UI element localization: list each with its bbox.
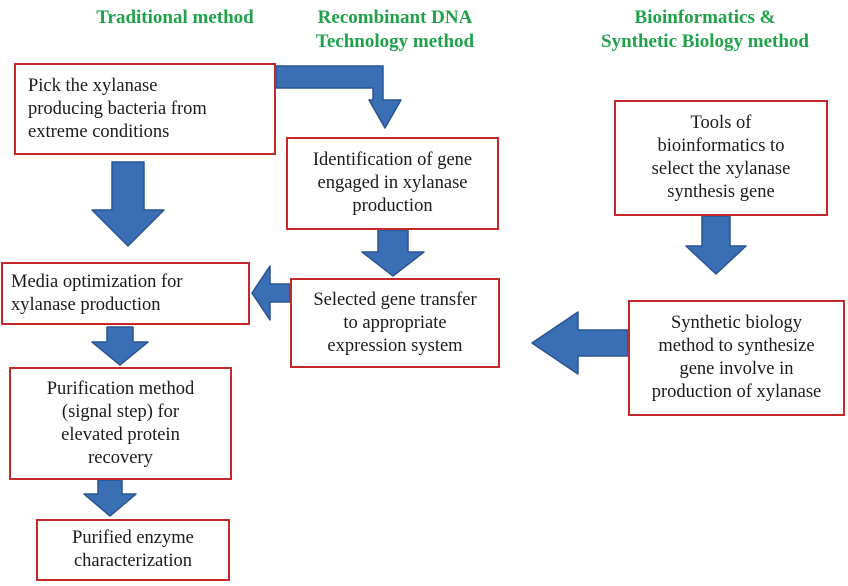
arrow-down-to-purified-enzyme <box>83 479 137 517</box>
header-recombinant-dna-method: Recombinant DNA Technology method <box>315 7 475 52</box>
box-bioinformatics-tools: Tools of bioinformatics to select the xy… <box>614 100 828 216</box>
box-selected-gene-transfer: Selected gene transfer to appropriate ex… <box>290 278 500 368</box>
arrow-elbow-to-identification <box>275 65 402 129</box>
arrow-down-to-gene-transfer <box>361 229 425 277</box>
box-purification-method: Purification method (signal step) for el… <box>9 367 232 480</box>
box-identification-of-gene: Identification of gene engaged in xylana… <box>286 137 499 230</box>
box-synthetic-biology-method: Synthetic biology method to synthesize g… <box>628 300 845 416</box>
header-bioinformatics-method: Bioinformatics & Synthetic Biology metho… <box>601 7 809 52</box>
arrow-left-to-media <box>251 265 291 321</box>
arrow-down-to-synthetic-biology <box>685 215 747 275</box>
box-purified-enzyme-characterization: Purified enzyme characterization <box>36 519 230 581</box>
box-pick-xylanase-bacteria: Pick the xylanase producing bacteria fro… <box>14 63 276 155</box>
header-traditional-method: Traditional method <box>96 7 254 28</box>
box-media-optimization: Media optimization for xylanase producti… <box>1 262 250 325</box>
arrow-left-to-gene-transfer <box>531 311 629 375</box>
arrow-down-to-media <box>91 161 165 247</box>
arrow-down-to-purification <box>91 326 149 366</box>
